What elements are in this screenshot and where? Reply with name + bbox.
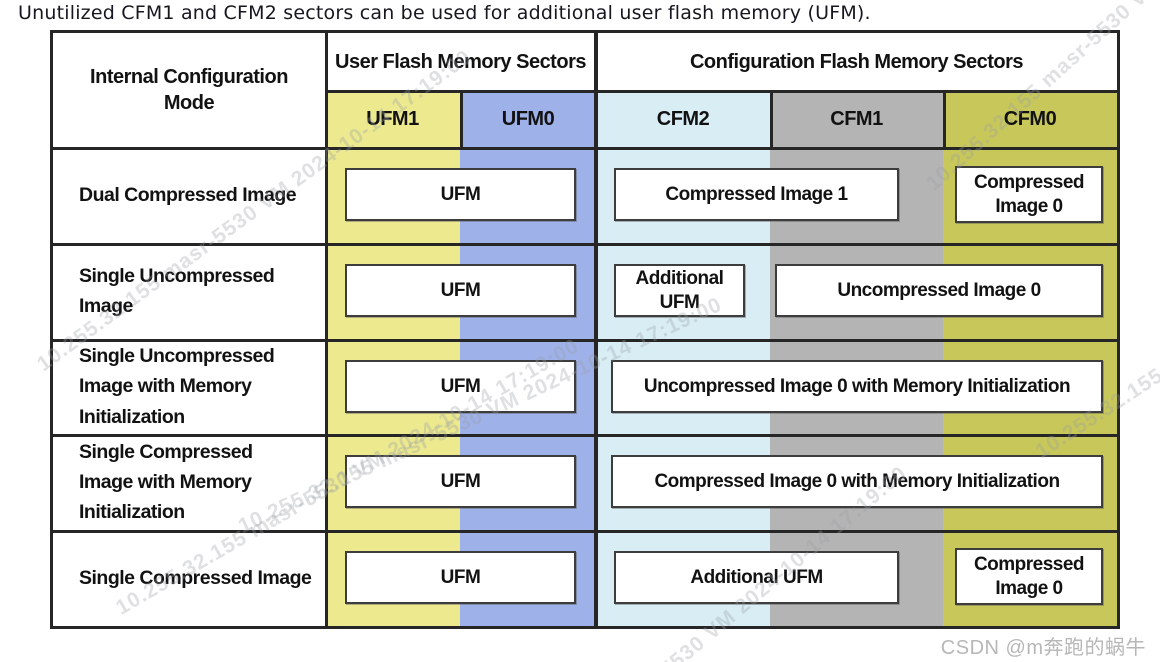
- header-cfm2: CFM2: [596, 90, 770, 147]
- figure-caption: Unutilized CFM1 and CFM2 sectors can be …: [18, 2, 871, 24]
- uncompressed-image-0-box: Uncompressed Image 0: [775, 264, 1103, 317]
- row-mode-label: Single Uncompressed Image: [79, 264, 275, 317]
- grid-line: [325, 33, 328, 626]
- header-internal-configuration-mode: Internal Configuration Mode: [53, 33, 325, 147]
- compressed-image-0-box: Compressed Image 0: [955, 548, 1103, 605]
- header-configuration-flash-memory-sectors: Configuration Flash Memory Sectors: [596, 33, 1117, 90]
- internal-configuration-mode-table: Internal Configuration Mode User Flash M…: [50, 30, 1120, 629]
- header-user-flash-memory-sectors: User Flash Memory Sectors: [325, 33, 596, 90]
- grid-line: [53, 147, 1117, 150]
- header-cfm1: CFM1: [770, 90, 943, 147]
- additional-ufm-box: Additional UFM: [614, 264, 745, 317]
- grid-line: [53, 530, 1117, 533]
- row-mode-label: Dual Compressed Image: [79, 183, 297, 206]
- uncompressed-image-0-meminit-box: Uncompressed Image 0 with Memory Initial…: [611, 360, 1103, 413]
- compressed-image-0-meminit-box: Compressed Image 0 with Memory Initializ…: [611, 455, 1103, 508]
- group-separator-line: [594, 33, 598, 626]
- grid-line: [770, 90, 773, 147]
- compressed-image-0-box: Compressed Image 0: [955, 166, 1103, 223]
- ufm-box: UFM: [345, 551, 576, 604]
- row-mode-label: Single Uncompressed Image with Memory In…: [79, 345, 275, 428]
- header-ufm1: UFM1: [325, 90, 460, 147]
- grid-line: [460, 90, 463, 147]
- additional-ufm-box: Additional UFM: [614, 551, 899, 604]
- ufm-box: UFM: [345, 264, 576, 317]
- header-cfm0: CFM0: [943, 90, 1117, 147]
- grid-line: [53, 243, 1117, 246]
- ufm-box: UFM: [345, 360, 576, 413]
- grid-line: [943, 90, 946, 147]
- grid-line: [53, 434, 1117, 437]
- csdn-credit: CSDN @m奔跑的蜗牛: [940, 637, 1146, 659]
- ufm-box: UFM: [345, 455, 576, 508]
- row-mode-label: Single Compressed Image with Memory Init…: [79, 440, 253, 524]
- grid-line: [53, 339, 1117, 342]
- row-mode-label: Single Compressed Image: [79, 566, 312, 589]
- header-ufm0: UFM0: [460, 90, 596, 147]
- compressed-image-1-box: Compressed Image 1: [614, 168, 899, 221]
- ufm-box: UFM: [345, 168, 576, 221]
- grid-line: [325, 90, 1117, 93]
